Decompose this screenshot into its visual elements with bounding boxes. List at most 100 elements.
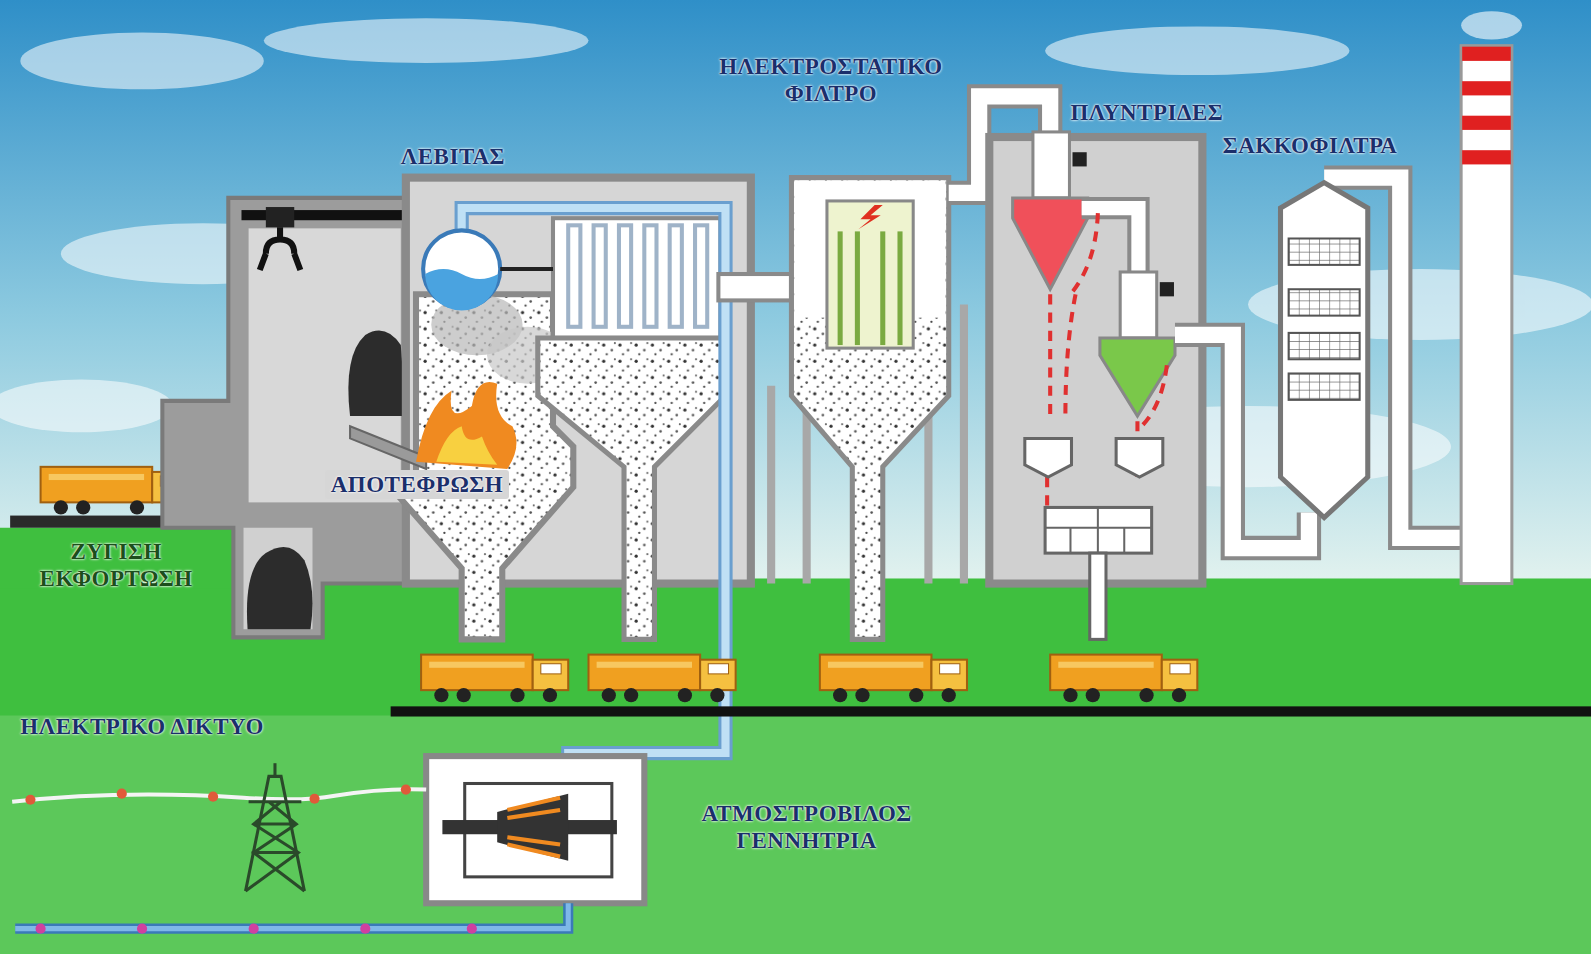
cloud — [1045, 26, 1349, 75]
flow-dot — [249, 924, 259, 934]
pillar — [924, 406, 932, 584]
flame-core — [436, 426, 497, 465]
part-label: ΛΕΒΙΤΑΣ — [401, 143, 505, 171]
mixer-tank — [1025, 438, 1072, 477]
electrostatic-filter — [791, 178, 948, 640]
exhaust-plume — [1461, 11, 1522, 39]
pillar — [803, 406, 811, 584]
tube — [594, 225, 606, 326]
chimney-stripes — [1462, 47, 1511, 165]
tube — [568, 225, 580, 326]
pylon-top — [273, 763, 276, 776]
part-label: ΗΛΕΚΤΡΙΚΟ ΔΙΚΤΥΟ — [20, 713, 264, 741]
flue-duct — [1082, 208, 1139, 274]
plate — [897, 231, 902, 345]
dashed-line — [1048, 294, 1052, 416]
mixer-tank — [1116, 438, 1163, 477]
crane-claw — [260, 227, 301, 270]
flow-dot — [360, 924, 370, 934]
blade — [507, 810, 560, 818]
road — [391, 706, 1591, 716]
flow-marks — [36, 924, 477, 934]
waste-bunker — [162, 198, 416, 637]
truck — [820, 655, 967, 703]
power-line — [12, 789, 426, 802]
part-label: ΣΑΚΚΟΦΙΛΤΡΑ — [1223, 132, 1398, 160]
part-label: ΖΥΓΙΣΗ ΕΚΦΟΡΤΩΣΗ — [12, 538, 220, 593]
pylon — [246, 763, 305, 891]
stripe — [1462, 150, 1511, 164]
power-dot — [401, 785, 411, 795]
turbine-rotor — [497, 794, 568, 861]
tube — [644, 225, 656, 326]
flow-dot — [36, 924, 46, 934]
ash-hopper — [538, 338, 726, 639]
blade — [507, 844, 560, 856]
tube — [695, 225, 707, 326]
grid-line — [1097, 507, 1099, 553]
dashed-line — [1065, 294, 1075, 416]
part-label: ΑΠΟΤΕΦΡΩΣΗ — [325, 470, 510, 500]
lightning-symbol — [858, 205, 882, 229]
boiler-tubes — [553, 218, 720, 338]
scrubber-column — [1033, 132, 1070, 198]
tube — [619, 225, 631, 326]
tube — [670, 225, 682, 326]
filter-bags — [1289, 239, 1360, 265]
flow-dot — [467, 924, 477, 934]
crane-trolley — [266, 207, 294, 227]
tube-bank — [568, 225, 707, 326]
truck — [1050, 655, 1197, 703]
cloud — [20, 32, 264, 89]
power-dot — [117, 789, 127, 799]
chimney — [1461, 46, 1512, 584]
power-marks — [25, 785, 411, 805]
grate — [350, 426, 426, 469]
pillar — [960, 304, 968, 583]
grid-line — [1069, 528, 1071, 553]
pillar — [767, 386, 775, 584]
scrubber-cone — [1100, 338, 1175, 416]
electrode-plates — [840, 231, 900, 345]
grid-line — [1123, 528, 1125, 553]
plate — [855, 231, 860, 345]
flame — [416, 382, 516, 469]
steam-pipe — [462, 208, 726, 792]
plate — [838, 231, 843, 345]
truck — [589, 655, 736, 703]
cloud — [0, 380, 172, 433]
stripe — [1462, 116, 1511, 130]
flue-duct — [718, 274, 797, 300]
waste-pile — [348, 331, 406, 416]
ground — [0, 716, 1591, 954]
filter-bags — [1289, 289, 1360, 315]
stripe — [1462, 81, 1511, 95]
residue-tank — [1045, 507, 1152, 553]
part-label: ΗΛΕΚΤΡΟΣΤΑΤΙΚΟ ΦΙΛΤΡΟ — [698, 53, 964, 108]
power-dot — [208, 792, 218, 802]
bag-filter — [1281, 183, 1368, 518]
power-dot — [25, 795, 35, 805]
power-dot — [309, 794, 319, 804]
stripe — [1462, 47, 1511, 61]
pylon-bracing — [246, 802, 305, 891]
bunker-pit — [244, 528, 313, 629]
nozzle-box — [1160, 282, 1174, 296]
cloud — [264, 18, 589, 63]
nozzle-box — [1073, 152, 1087, 166]
pylon-legs — [246, 776, 305, 891]
condensate-pipe — [15, 903, 568, 928]
scrubber-building — [989, 137, 1202, 584]
turbine-blades — [507, 798, 560, 857]
flue-duct — [1082, 208, 1139, 274]
truck — [421, 655, 568, 703]
filter-bags — [1289, 373, 1360, 399]
part-label: ΑΤΜΟΣΤΡΟΒΙΛΟΣ ΓΕΝΝΗΤΡΙΑ — [654, 800, 958, 855]
plate — [880, 231, 885, 345]
dashed-line — [1142, 365, 1167, 426]
drum-link — [500, 267, 553, 271]
turbine-house — [426, 756, 644, 903]
waste-pile — [247, 547, 313, 629]
tank-grid — [1045, 507, 1152, 553]
